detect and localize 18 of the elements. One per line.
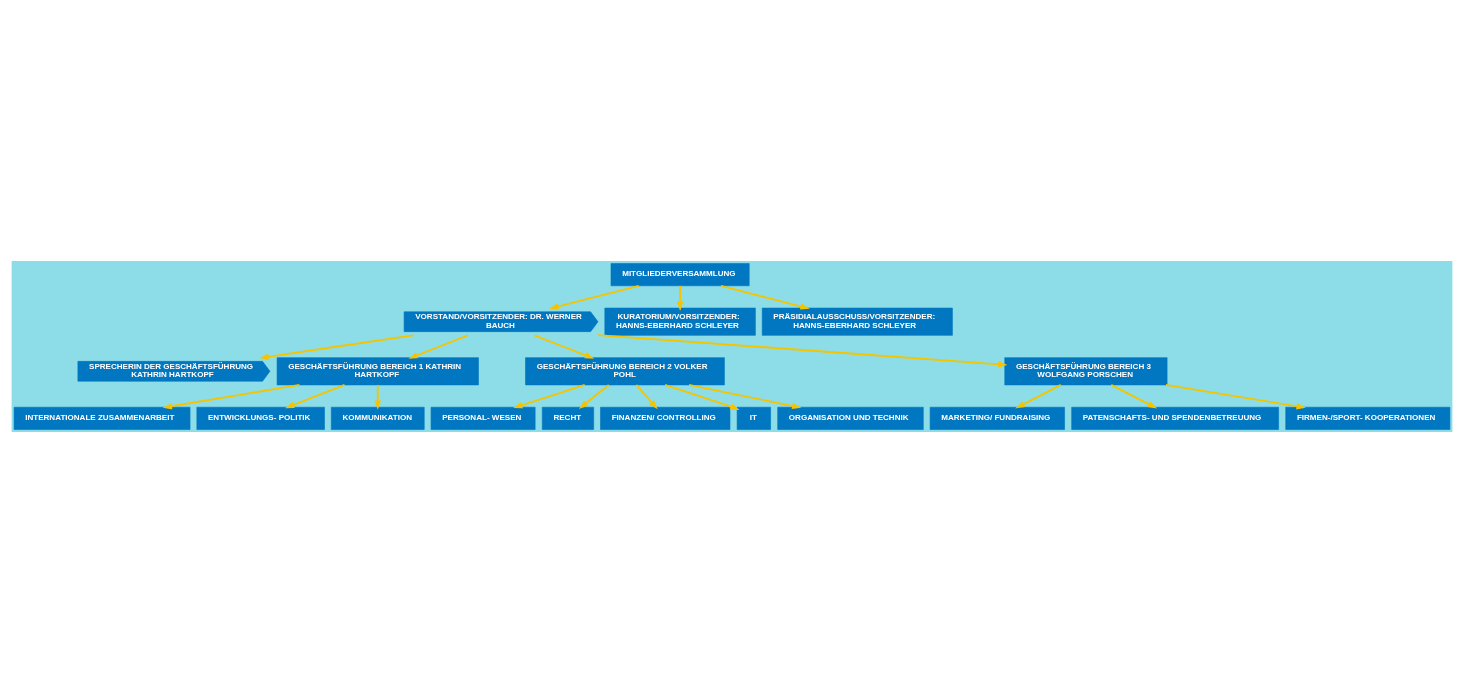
- arrow: [162, 384, 301, 410]
- arrow: [688, 384, 802, 410]
- arrow: [676, 284, 684, 311]
- arrow: [513, 384, 586, 409]
- arrow: [285, 384, 346, 409]
- arrow: [664, 384, 740, 411]
- arrow: [549, 284, 640, 310]
- arrow: [1165, 384, 1306, 410]
- arrow: [259, 334, 414, 360]
- arrow: [720, 284, 810, 310]
- arrow: [578, 384, 610, 409]
- arrow: [1110, 384, 1158, 409]
- arrow: [635, 384, 658, 410]
- arrow: [408, 334, 469, 359]
- arrow: [597, 334, 1008, 368]
- arrow: [374, 384, 382, 410]
- arrow: [533, 334, 595, 359]
- arrow: [1015, 384, 1062, 409]
